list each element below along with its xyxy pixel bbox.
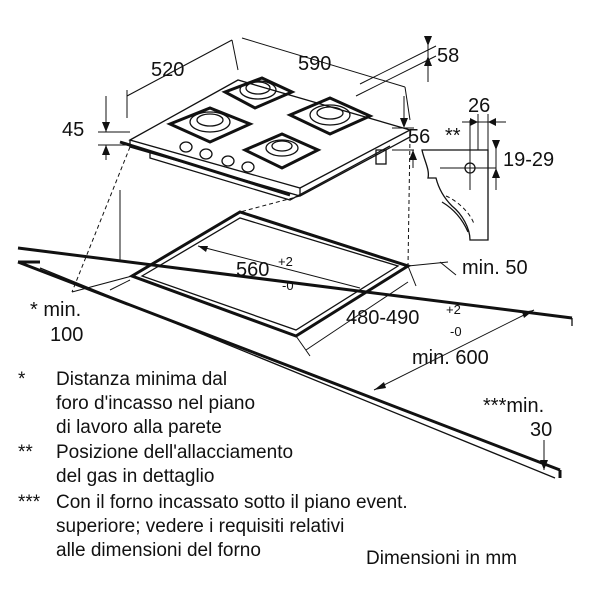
note-3-line-1: Con il forno incassato sotto il piano ev… — [56, 492, 408, 513]
label-min-30-line1: ***min. — [483, 395, 544, 417]
burner-front-left — [166, 106, 254, 144]
dimension-480-490: 480-490 +2 -0 — [295, 265, 462, 357]
burner-back-left — [221, 76, 296, 110]
dimension-min-100: * min. 100 — [30, 275, 133, 346]
label-min-30-line2: 30 — [530, 419, 552, 441]
dimension-min-30: ***min. 30 — [483, 395, 552, 470]
label-520: 520 — [151, 59, 184, 81]
label-58: 58 — [437, 45, 459, 67]
label-min-600: min. 600 — [412, 347, 489, 369]
label-26: 26 — [468, 95, 490, 117]
label-min-50: min. 50 — [462, 257, 528, 279]
note-1-line-3: di lavoro alla parete — [56, 417, 222, 438]
units-caption: Dimensioni in mm — [366, 548, 517, 569]
note-1-line-2: foro d'incasso nel piano — [56, 393, 255, 414]
label-480-490-tol-bottom: -0 — [450, 324, 462, 339]
dimension-min-50: min. 50 — [407, 257, 528, 279]
note-3-line-3: alle dimensioni del forno — [56, 540, 261, 561]
label-560-tol-bottom: -0 — [282, 278, 294, 293]
gas-marker: ** — [445, 125, 461, 147]
dimension-520: 520 — [126, 39, 239, 118]
label-590: 590 — [298, 53, 331, 75]
control-knobs — [179, 141, 255, 173]
worktop — [17, 190, 573, 479]
note-2-line-2: del gas in dettaglio — [56, 466, 214, 487]
note-2-marker: ** — [18, 442, 33, 463]
note-1-marker: * — [18, 369, 26, 390]
label-45: 45 — [62, 119, 84, 141]
dimension-56: 56 — [392, 96, 430, 168]
dimension-min-600: min. 600 — [373, 309, 535, 391]
note-2-line-1: Posizione dell'allacciamento — [56, 442, 293, 463]
hob-seal — [119, 140, 291, 197]
note-3-line-2: superiore; vedere i requisiti relativi — [56, 516, 344, 537]
hob-drawing — [119, 76, 412, 201]
burner-front-right — [241, 132, 322, 170]
note-1-line-1: Distanza minima dal — [56, 369, 227, 390]
dimension-58: 58 — [355, 36, 459, 97]
label-480-490: 480-490 — [346, 307, 419, 329]
dimension-590: 590 — [241, 37, 411, 121]
note-3-marker: *** — [18, 492, 41, 513]
dimension-45: 45 — [62, 96, 130, 160]
notes: * Distanza minima dal foro d'incasso nel… — [18, 369, 517, 569]
gas-connector — [375, 149, 387, 165]
hob-base — [149, 145, 391, 201]
dimension-560: 560 +2 -0 — [197, 245, 361, 293]
label-min-100-line1: * min. — [30, 299, 81, 321]
label-560-tol-top: +2 — [278, 254, 293, 269]
label-56: 56 — [408, 126, 430, 148]
label-min-100-line2: 100 — [50, 324, 83, 346]
burner-back-right — [286, 96, 374, 136]
label-480-490-tol-top: +2 — [446, 302, 461, 317]
gas-connection-detail: 26 19-29 ** — [421, 95, 554, 241]
label-19-29: 19-29 — [503, 149, 554, 171]
label-560: 560 — [236, 259, 269, 281]
